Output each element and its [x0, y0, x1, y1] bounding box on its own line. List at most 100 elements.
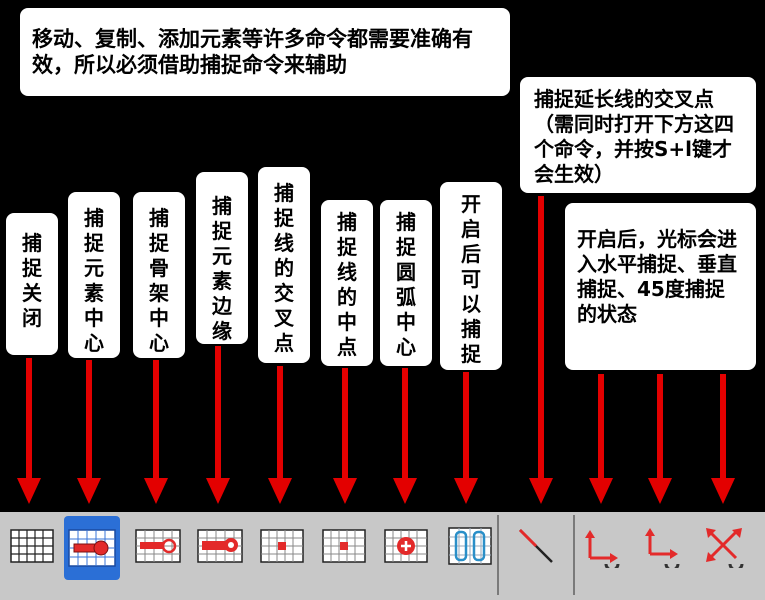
element-edge-icon [197, 529, 243, 563]
label-line-intersection-text: 捕捉线的交叉点 [258, 181, 310, 356]
diagonal-magnet-icon [706, 528, 744, 568]
pointer-arrowhead [711, 478, 735, 504]
pointer-arrow [720, 374, 726, 478]
label-char: 线 [337, 260, 357, 284]
label-char: 元 [84, 256, 104, 280]
label-char: 捕 [337, 210, 357, 234]
label-char: 缘 [212, 319, 232, 343]
pointer-arrowhead [393, 478, 417, 504]
label-element-edge-text: 捕捉元素边缘 [196, 194, 248, 344]
arc-center-icon [384, 529, 428, 563]
extension-text: 捕捉延长线的交叉点（需同时打开下方这四个命令，并按S+l键才会生效） [534, 87, 734, 186]
label-char: 边 [212, 294, 232, 318]
label-char: 闭 [22, 306, 42, 330]
label-char: 捉 [22, 256, 42, 280]
pointer-arrow [277, 366, 283, 478]
label-char: 关 [22, 281, 42, 305]
pointer-arrow [402, 368, 408, 478]
label-char: 交 [274, 281, 294, 305]
label-skeleton-center-text: 捕捉骨架中心 [133, 206, 185, 356]
grid-icon [10, 529, 54, 563]
snap-extension-button[interactable] [512, 522, 560, 570]
snap-off-button[interactable] [8, 522, 56, 570]
label-char: 圆 [396, 260, 416, 284]
axis-magnet-icon [645, 528, 680, 568]
snap-toolbar [0, 512, 765, 600]
label-char: 中 [337, 310, 357, 334]
snap-element-edge-button[interactable] [196, 522, 244, 570]
label-char: 架 [149, 281, 169, 305]
label-char: 叉 [274, 306, 294, 330]
ortho-text: 开启后，光标会进入水平捕捉、垂直捕捉、45度捕捉的状态 [577, 227, 737, 326]
label-char: 点 [274, 331, 294, 355]
pointer-arrowhead [17, 478, 41, 504]
label-char: 以 [461, 292, 481, 316]
label-arc-center-text: 捕捉圆弧中心 [380, 210, 432, 360]
pointer-arrowhead [206, 478, 230, 504]
snap-profile-button[interactable] [446, 522, 494, 570]
label-char: 捉 [212, 219, 232, 243]
ortho-3-button[interactable] [700, 522, 748, 570]
intersection-icon [260, 529, 304, 563]
label-char: 捉 [274, 206, 294, 230]
label-char: 中 [149, 306, 169, 330]
label-char: 可 [461, 267, 481, 291]
label-char: 捕 [274, 181, 294, 205]
label-char: 启 [461, 217, 481, 241]
intro-text: 移动、复制、添加元素等许多命令都需要准确有效，所以必须借助捕捉命令来辅助 [32, 27, 473, 77]
snap-element-center-button[interactable] [64, 516, 120, 580]
label-char: 心 [149, 331, 169, 355]
pointer-arrow [26, 358, 32, 478]
label-char: 中 [396, 310, 416, 334]
label-char: 捉 [461, 342, 481, 366]
label-line-midpoint-text: 捕捉线的中点 [321, 210, 373, 360]
label-char: 开 [461, 192, 481, 216]
label-char: 中 [84, 306, 104, 330]
snap-line-intersection-button[interactable] [258, 522, 306, 570]
label-char: 素 [212, 269, 232, 293]
label-char: 捕 [22, 231, 42, 255]
intro-callout: 移动、复制、添加元素等许多命令都需要准确有效，所以必须借助捕捉命令来辅助 [20, 8, 510, 96]
ortho-2-button[interactable] [636, 522, 684, 570]
element-center-icon [68, 529, 116, 567]
label-char: 捉 [149, 231, 169, 255]
label-element-center: 捕捉元素中心 [68, 192, 120, 358]
label-skeleton-center: 捕捉骨架中心 [133, 192, 185, 358]
axis-magnet-icon [585, 530, 620, 568]
snap-line-midpoint-button[interactable] [320, 522, 368, 570]
ortho-1-button[interactable] [578, 522, 626, 570]
label-char: 捕 [84, 206, 104, 230]
pointer-arrow [538, 196, 544, 478]
pointer-arrow [342, 368, 348, 478]
label-snap-off-text: 捕捉关闭 [6, 231, 58, 331]
pointer-arrowhead [144, 478, 168, 504]
skeleton-center-icon [135, 529, 181, 563]
pointer-arrow [153, 360, 159, 478]
pointer-arrowhead [589, 478, 613, 504]
pointer-arrowhead [77, 478, 101, 504]
midpoint-icon [322, 529, 366, 563]
label-element-center-text: 捕捉元素中心 [68, 206, 120, 356]
pointer-arrow [598, 374, 604, 478]
extension-callout: 捕捉延长线的交叉点（需同时打开下方这四个命令，并按S+l键才会生效） [520, 77, 756, 193]
snap-skeleton-center-button[interactable] [134, 522, 182, 570]
pointer-arrowhead [333, 478, 357, 504]
label-arc-center: 捕捉圆弧中心 [380, 200, 432, 366]
extension-line-icon [518, 528, 553, 563]
label-snap-off: 捕捉关闭 [6, 213, 58, 355]
label-line-midpoint: 捕捉线的中点 [321, 200, 373, 366]
snap-arc-center-button[interactable] [382, 522, 430, 570]
label-char: 捉 [84, 231, 104, 255]
label-char: 骨 [149, 256, 169, 280]
label-char: 心 [396, 335, 416, 359]
label-char: 捉 [337, 235, 357, 259]
label-char: 弧 [396, 285, 416, 309]
pointer-arrow [657, 374, 663, 478]
label-char: prof [448, 368, 494, 390]
label-element-edge: 捕捉元素边缘 [196, 172, 248, 344]
label-line-intersection: 捕捉线的交叉点 [258, 167, 310, 363]
pointer-arrowhead [648, 478, 672, 504]
toolbar-separator [497, 515, 499, 595]
label-char: 点 [337, 335, 357, 359]
